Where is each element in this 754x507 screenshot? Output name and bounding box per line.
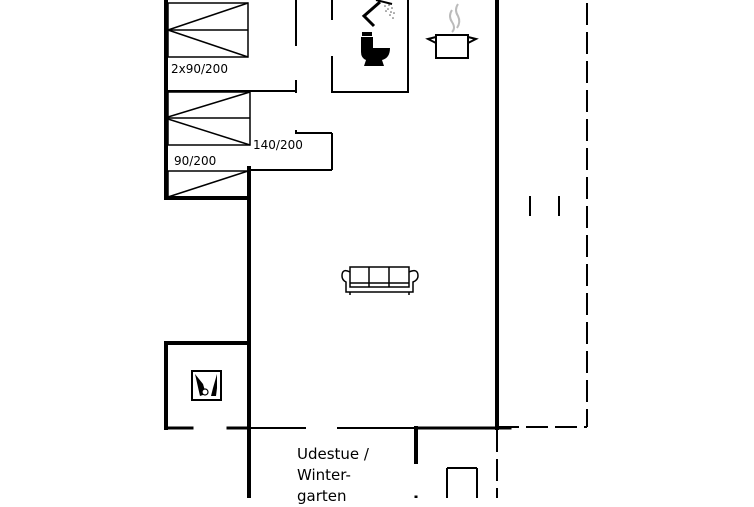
terrace-outline: [496, 3, 588, 498]
sunroom-label-line2: Winter-: [297, 466, 351, 484]
bed-140: [167, 91, 251, 146]
sofa-icon: [341, 266, 419, 295]
washing-machine-icon: [191, 370, 222, 401]
toilet-icon: [361, 32, 390, 66]
bed-90: [167, 170, 249, 198]
sunroom-label-line1: Udestue /: [297, 445, 369, 463]
walls: [164, 0, 512, 498]
terrace-marks: [529, 196, 560, 216]
cooking-pot-icon: [425, 3, 479, 59]
bed-2x90: [167, 2, 249, 58]
bed-label-140: 140/200: [253, 138, 303, 152]
shower-icon: [361, 0, 395, 28]
bed-label-2x90: 2x90/200: [171, 62, 228, 76]
interior-walls: [166, 0, 478, 498]
bed-label-90: 90/200: [174, 154, 217, 168]
sunroom-label-line3: garten: [297, 487, 347, 505]
